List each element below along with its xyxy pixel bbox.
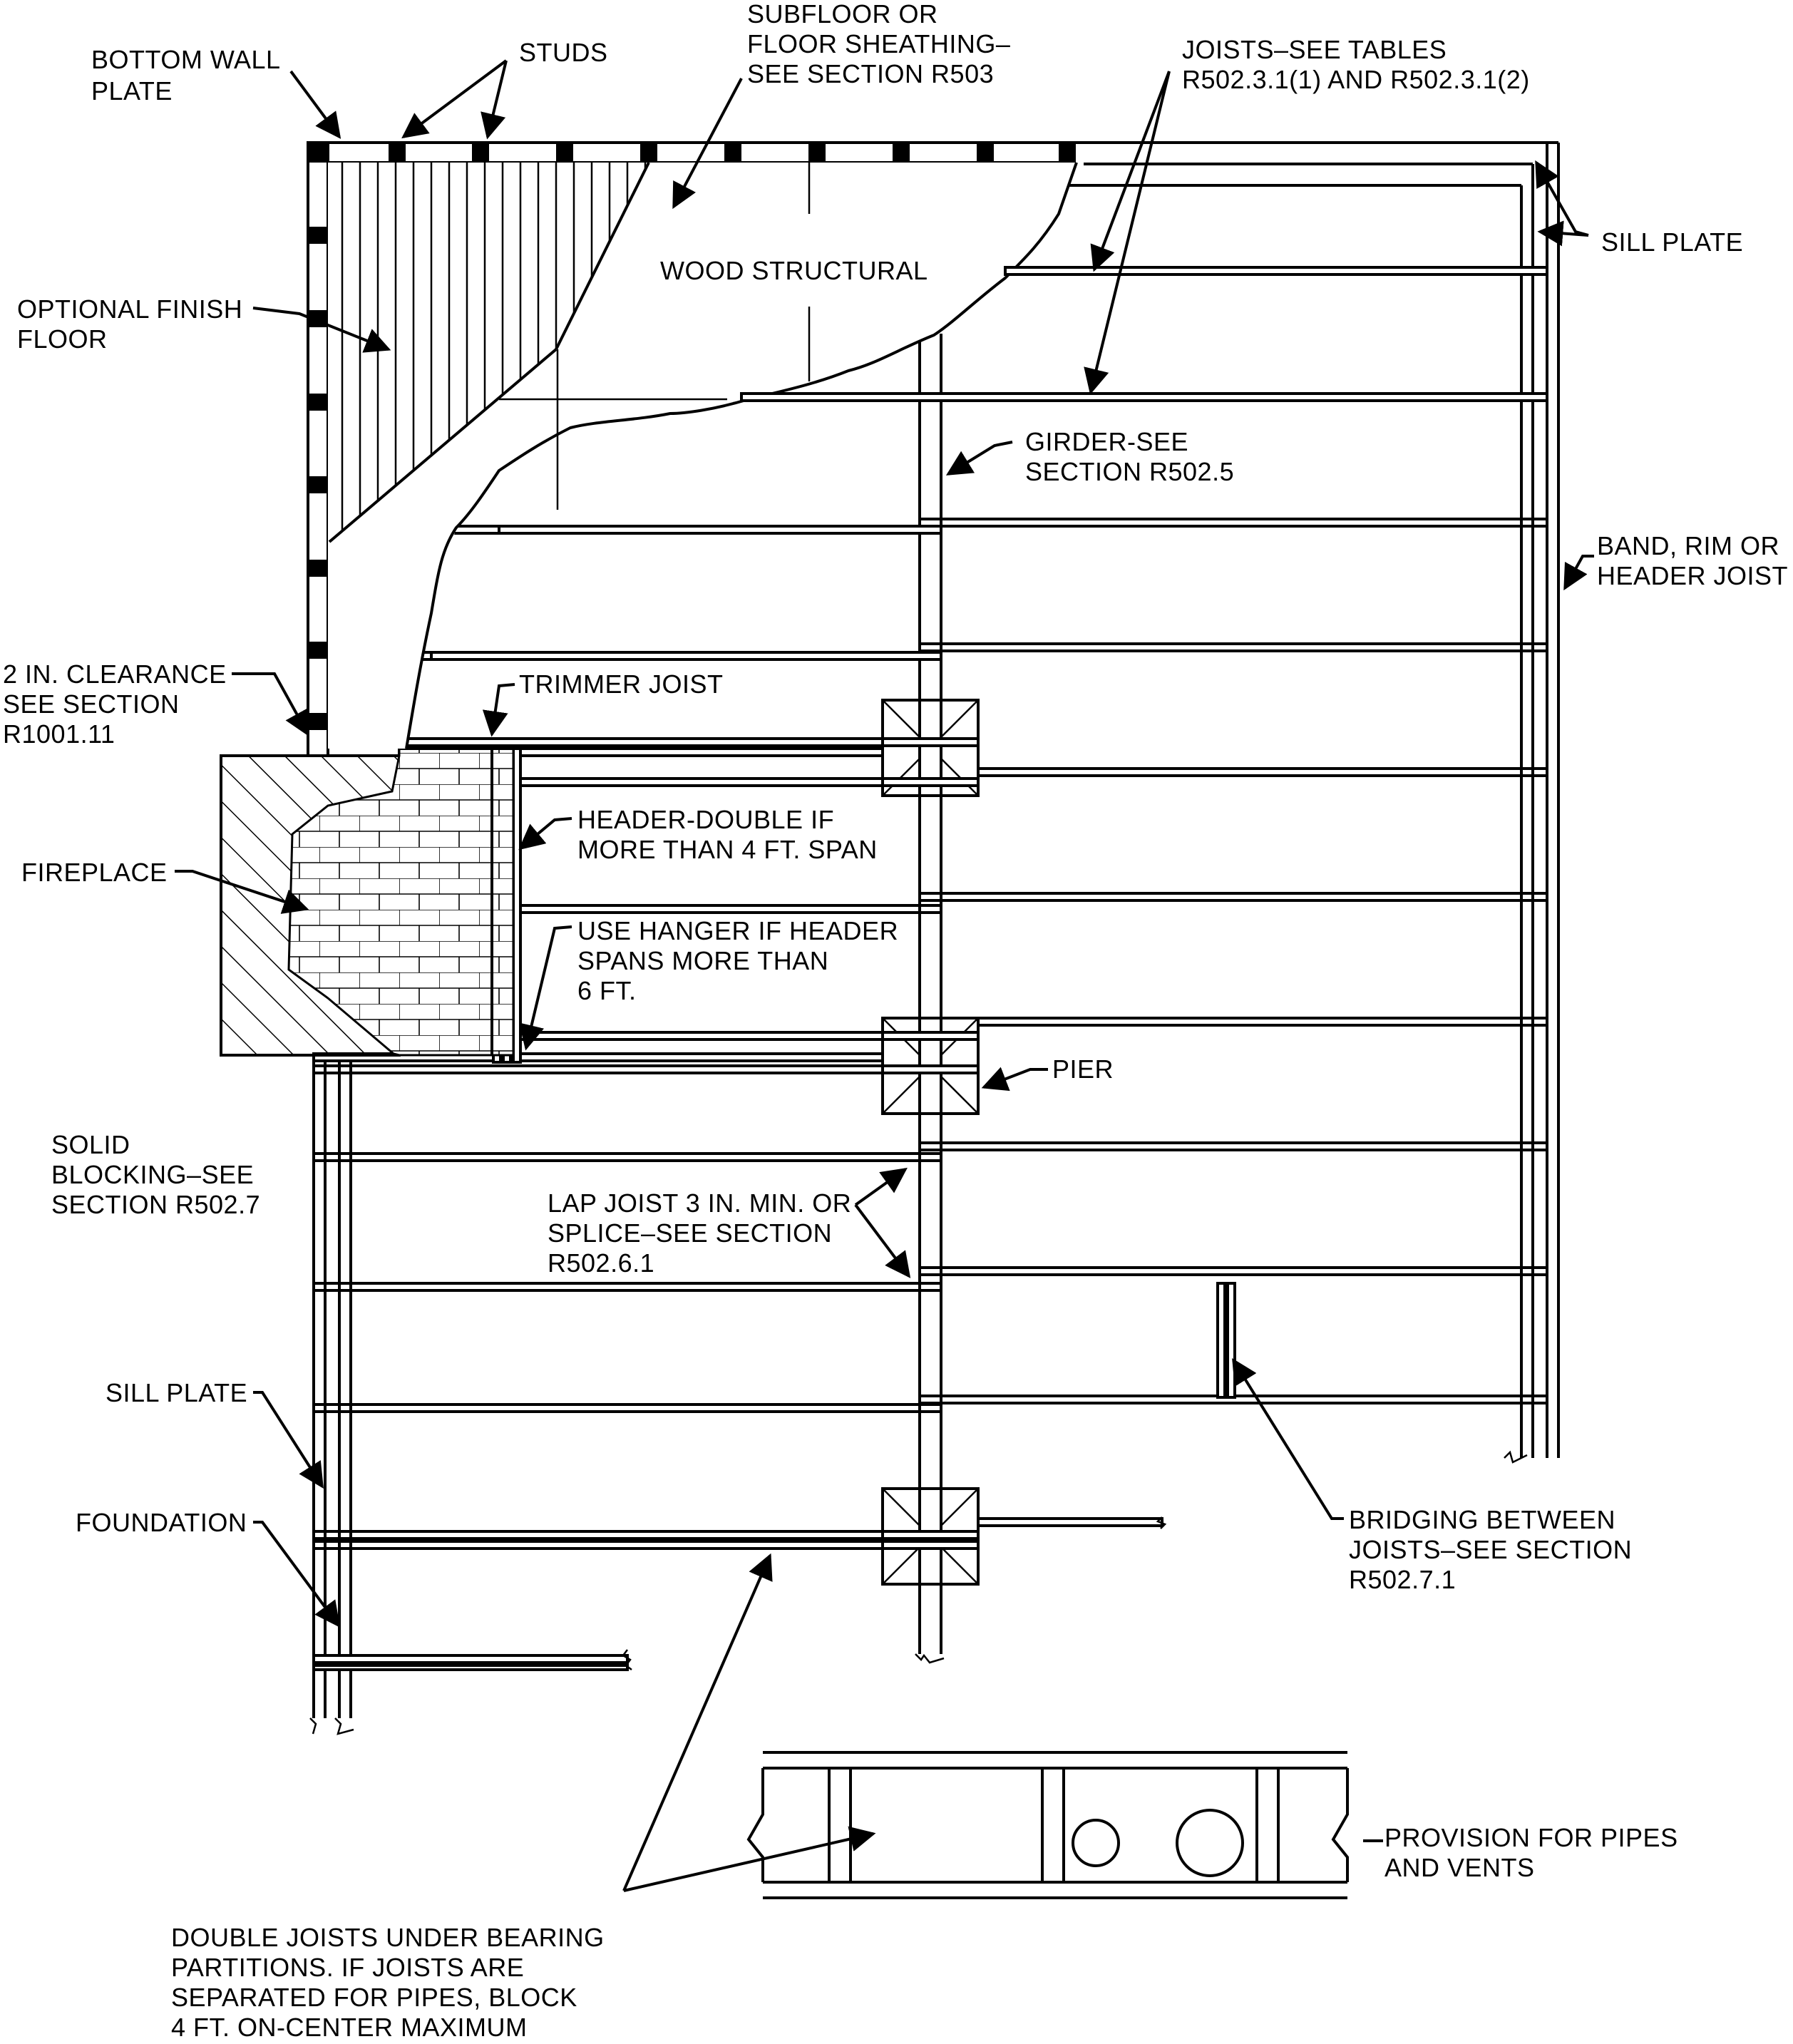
label-wood-structural: WOOD STRUCTURAL <box>660 256 928 285</box>
leader-lines <box>175 59 1594 1892</box>
joists-right <box>918 266 1548 1404</box>
label-clearance: 2 IN. CLEARANCE SEE SECTION R1001.11 <box>3 659 234 749</box>
label-bottom-wall-plate: BOTTOM WALL PLATE <box>91 45 287 106</box>
label-studs: STUDS <box>519 38 608 67</box>
label-use-hanger: USE HANGER IF HEADER SPANS MORE THAN 6 F… <box>577 916 906 1005</box>
label-sill-plate-left: SILL PLATE <box>106 1378 247 1407</box>
pipe-provision-detail <box>746 1751 1349 1899</box>
label-provision-pipes: PROVISION FOR PIPES AND VENTS <box>1384 1823 1685 1882</box>
label-foundation: FOUNDATION <box>76 1508 247 1537</box>
joists-under-sheathing <box>430 266 1548 661</box>
label-trimmer-joist: TRIMMER JOIST <box>519 669 723 699</box>
label-header-double: HEADER-DOUBLE IF MORE THAN 4 FT. SPAN <box>577 805 878 864</box>
label-subfloor: SUBFLOOR OR FLOOR SHEATHING– SEE SECTION… <box>747 0 1018 88</box>
label-girder: GIRDER-SEE SECTION R502.5 <box>1025 427 1234 486</box>
label-bridging: BRIDGING BETWEEN JOISTS–SEE SECTION R502… <box>1349 1505 1640 1594</box>
label-optional-finish-floor: OPTIONAL FINISH FLOOR <box>17 294 250 354</box>
label-lap-joist: LAP JOIST 3 IN. MIN. OR SPLICE–SEE SECTI… <box>548 1188 859 1278</box>
bridging <box>1216 1282 1236 1399</box>
band-rim-joist <box>1069 141 1560 1464</box>
label-sill-plate-right: SILL PLATE <box>1601 227 1743 257</box>
bottom-wall-plate <box>307 141 1076 757</box>
label-solid-blocking: SOLID BLOCKING–SEE SECTION R502.7 <box>51 1130 262 1219</box>
label-double-joists: DOUBLE JOISTS UNDER BEARING PARTITIONS. … <box>171 1923 612 2042</box>
label-band-rim: BAND, RIM OR HEADER JOIST <box>1597 531 1788 590</box>
label-joists-tables: JOISTS–SEE TABLES R502.3.1(1) AND R502.3… <box>1182 35 1530 94</box>
label-pier: PIER <box>1052 1054 1114 1084</box>
label-fireplace: FIREPLACE <box>21 858 168 887</box>
girder <box>915 334 945 1664</box>
piers <box>881 699 980 1586</box>
fireplace <box>220 747 515 1057</box>
double-joists <box>312 1516 1167 1550</box>
